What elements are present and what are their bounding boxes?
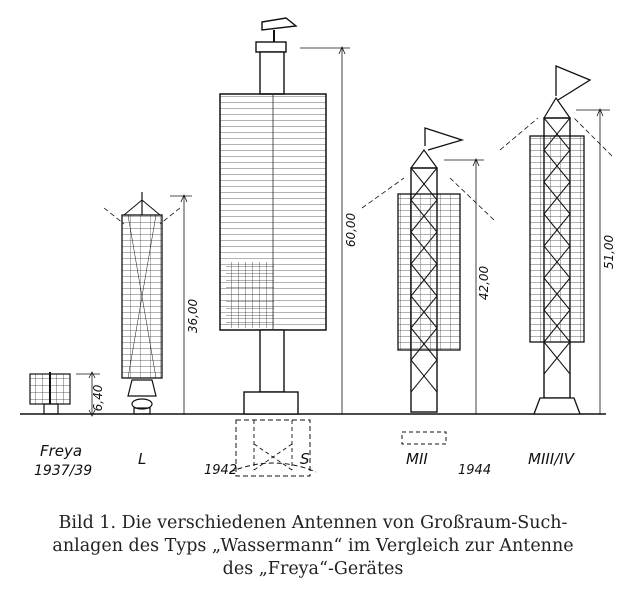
label-s: S [300,450,310,468]
antenna-freya: 6,40 [29,371,105,417]
l-height-label: 36,00 [186,298,200,333]
antenna-l: 36,00 [103,192,200,415]
label-m2: MII [406,450,428,468]
antenna-m2: 42,00 [361,127,495,445]
m3-height-label: 51,00 [602,234,616,269]
caption-line-3: des „Freya“-Gerätes [222,559,404,579]
label-l: L [138,450,146,468]
label-m3: MIII/IV [528,450,576,468]
label-freya: Freya [40,442,82,460]
antenna-comparison-diagram: 6,40 36,00 60,00 [20,17,616,479]
s-height-label: 60,00 [344,212,358,247]
caption-line-1: Bild 1. Die verschiedenen Antennen von G… [58,513,568,533]
figure-caption: Bild 1. Die verschiedenen Antennen von G… [0,512,626,581]
label-year-1942: 1942 [204,463,237,478]
freya-height-label: 6,40 [91,384,105,411]
antenna-m3-4: 51,00 [499,65,616,415]
label-year-1944: 1944 [458,463,491,478]
label-freya-years: 1937/39 [34,463,92,479]
antenna-s: 60,00 [219,17,358,477]
m2-height-label: 42,00 [477,265,491,300]
caption-line-2: anlagen des Typs „Wassermann“ im Verglei… [52,536,574,556]
